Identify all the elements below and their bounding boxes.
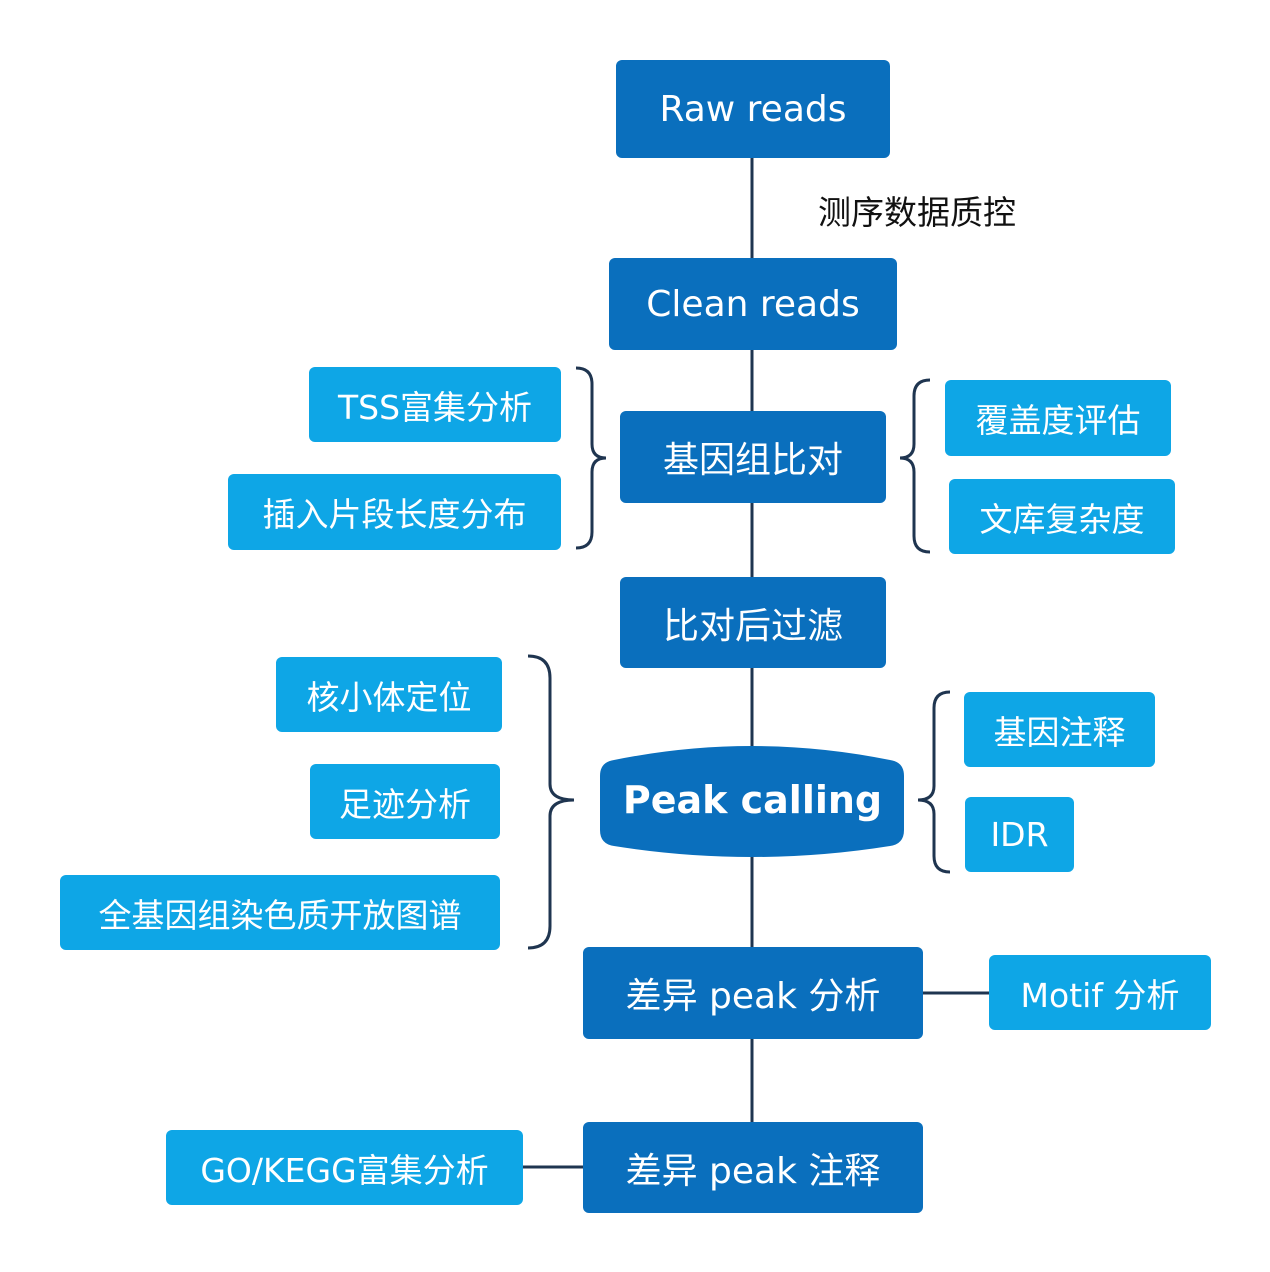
insert-size-box: 插入片段长度分布: [228, 474, 561, 550]
diff-peak-box: 差异 peak 分析: [583, 947, 923, 1039]
post-filter-box: 比对后过滤: [620, 577, 886, 668]
go-kegg-box: GO/KEGG富集分析: [166, 1130, 523, 1205]
peak-calling-shape: [600, 746, 904, 857]
gene-annotation-box: 基因注释: [964, 692, 1155, 767]
raw-reads-box: Raw reads: [616, 60, 890, 158]
insert-size-label: 插入片段长度分布: [262, 495, 527, 534]
nucleosome-box: 核小体定位: [276, 657, 502, 732]
raw-reads-label: Raw reads: [659, 88, 847, 130]
peak-calling-label: Peak calling: [622, 778, 883, 822]
gene-annotation-label: 基因注释: [993, 712, 1126, 752]
clean-reads-label: Clean reads: [646, 283, 860, 325]
nucleosome-label: 核小体定位: [306, 677, 472, 717]
tss-enrichment-label: TSS富集分析: [337, 387, 533, 427]
peak-left-bracket: [527, 654, 575, 950]
diff-peak-annot-box: 差异 peak 注释: [583, 1122, 923, 1213]
footprint-label: 足迹分析: [339, 784, 471, 824]
post-filter-label: 比对后过滤: [662, 605, 843, 647]
coverage-box: 覆盖度评估: [945, 380, 1171, 456]
motif-box: Motif 分析: [989, 955, 1211, 1030]
peak-right-bracket: [917, 690, 951, 874]
diff-peak-annot-label: 差异 peak 注释: [625, 1150, 881, 1192]
chromatin-map-box: 全基因组染色质开放图谱: [60, 875, 500, 950]
alignment-right-bracket: [899, 378, 931, 554]
alignment-label: 基因组比对: [662, 440, 843, 481]
diff-peak-label: 差异 peak 分析: [625, 976, 881, 1017]
idr-label: IDR: [990, 815, 1049, 854]
tss-enrichment-box: TSS富集分析: [309, 367, 561, 442]
chromatin-map-label: 全基因组染色质开放图谱: [98, 895, 462, 935]
footprint-box: 足迹分析: [310, 764, 500, 839]
motif-label: Motif 分析: [1020, 975, 1180, 1015]
alignment-left-bracket: [575, 366, 607, 550]
qc-label: 测序数据质控: [818, 193, 1016, 232]
library-complexity-label: 文库复杂度: [979, 499, 1145, 539]
alignment-box: 基因组比对: [620, 411, 886, 503]
clean-reads-box: Clean reads: [609, 258, 897, 350]
go-kegg-label: GO/KEGG富集分析: [200, 1150, 489, 1190]
coverage-label: 覆盖度评估: [975, 401, 1141, 440]
idr-box: IDR: [965, 797, 1074, 872]
library-complexity-box: 文库复杂度: [949, 479, 1175, 554]
